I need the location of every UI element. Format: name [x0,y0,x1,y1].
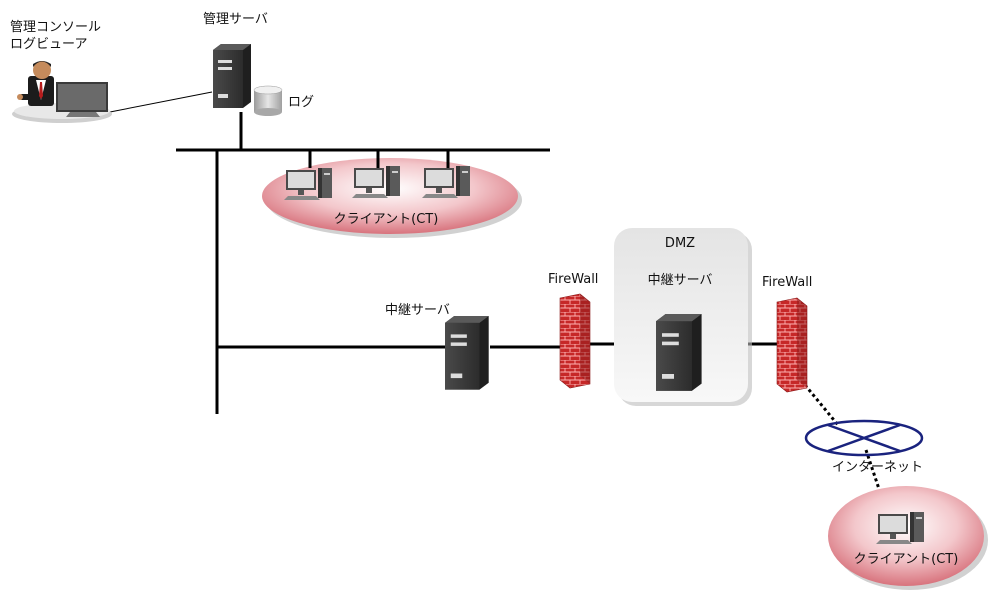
mgmt-server-icon [213,44,251,108]
relay-server-internal-label: 中継サーバ [385,303,450,318]
firewall-right-icon [776,297,808,393]
console-link [109,91,213,113]
console-operator-icon [12,61,112,123]
firewall-left-label: FireWall [548,272,599,287]
firewall-right-label: FireWall [762,275,813,290]
relay-server-internal-icon [445,316,489,390]
mgmt-server-label: 管理サーバ [203,12,268,27]
internet-to-client-link [864,449,892,523]
client-group-bottom-label: クライアント(CT) [853,552,959,567]
internet-label: インターネット [832,460,924,475]
log-database-icon [253,85,283,116]
dmz-label: DMZ [664,236,696,251]
firewall-to-internet-link [803,384,840,426]
relay-server-dmz-icon [656,314,702,391]
console-label-line2: ログビューア [10,37,88,52]
log-label: ログ [288,95,315,110]
internet-icon [804,419,924,457]
client-group-bottom [828,486,984,586]
client-group-top-label: クライアント(CT) [333,212,439,227]
firewall-left-icon [559,293,591,389]
console-label-line1: 管理コンソール [10,20,102,35]
relay-server-dmz-label: 中継サーバ [647,273,713,288]
